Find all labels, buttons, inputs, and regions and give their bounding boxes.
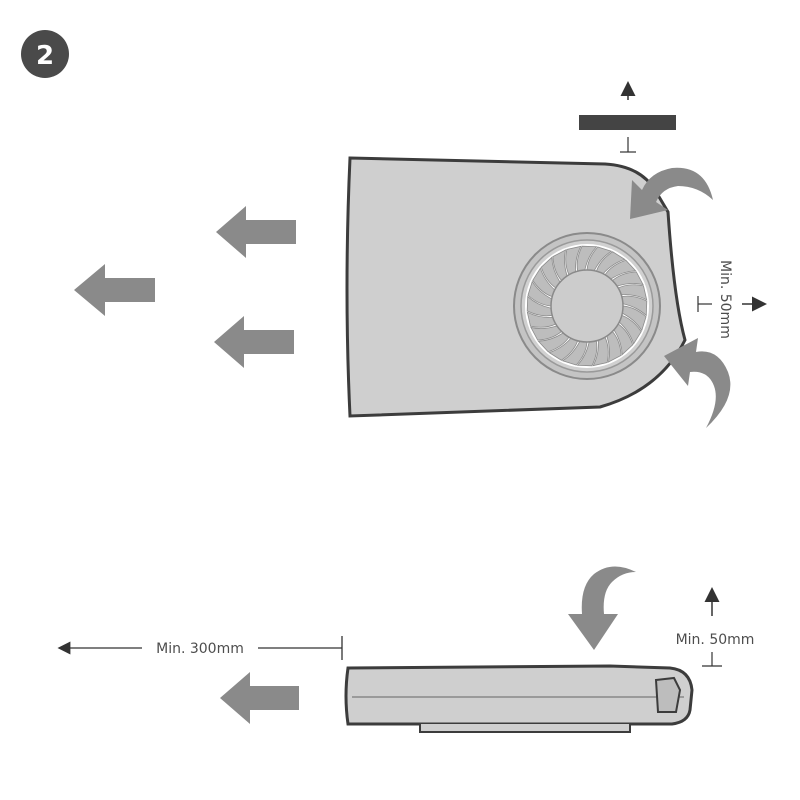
fan-blade <box>537 332 570 353</box>
fan-blade <box>540 256 561 289</box>
exhaust-arrow-upper <box>216 206 296 258</box>
fan-blade <box>613 323 634 356</box>
side-view: Min. 300mm Min. 50mm <box>57 566 755 733</box>
fan-blade <box>548 337 579 361</box>
exhaust-arrow-lower <box>214 316 294 368</box>
rear-clearance-label: Min. 300mm <box>156 641 244 657</box>
top-clearance-label: Min. 50mm <box>676 632 755 648</box>
side-foot <box>419 724 631 733</box>
fan-blade <box>621 295 648 317</box>
fan-blade <box>561 340 588 366</box>
wall-block <box>579 115 676 130</box>
fan-blade <box>617 284 648 301</box>
fan-blade <box>530 325 563 341</box>
top-view: Min. 50mm <box>74 81 767 428</box>
fan-blade <box>611 271 644 287</box>
intake-arrow-lower <box>664 338 731 428</box>
exhaust-arrow-middle <box>74 264 155 316</box>
fan-blade <box>604 259 637 280</box>
step-number: 2 <box>36 41 54 71</box>
fan-blade <box>526 311 557 328</box>
fan-blade <box>595 251 626 275</box>
fan-blade <box>592 336 609 367</box>
fan-blade <box>586 246 613 272</box>
fan-blade <box>576 340 598 367</box>
fan-blade <box>532 267 556 298</box>
intake-arrow-upper <box>630 167 713 219</box>
fan-blade <box>576 245 598 272</box>
side-vent <box>654 676 682 713</box>
fan-blade <box>526 295 553 317</box>
fan-blade <box>565 245 582 276</box>
fan-blade <box>527 280 553 307</box>
right-clearance-label: Min. 50mm <box>717 260 733 339</box>
fan-blade <box>618 314 642 345</box>
fan-blade <box>552 249 568 282</box>
fan-blade <box>606 330 622 363</box>
fan-icon <box>513 232 661 380</box>
step-badge: 2 <box>21 30 69 78</box>
side-intake-arrow <box>568 566 636 650</box>
side-exhaust-arrow <box>220 672 299 724</box>
device-body-side <box>344 664 694 726</box>
fan-blade <box>621 305 647 332</box>
